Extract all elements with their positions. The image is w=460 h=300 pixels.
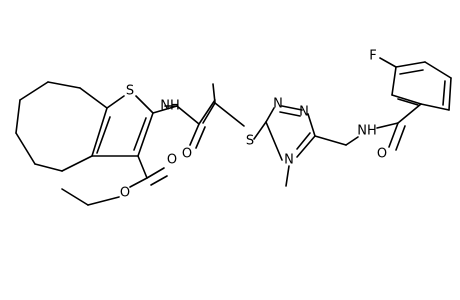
bond [314, 135, 347, 146]
bond [214, 102, 245, 127]
atom-n-triazole-4: N [284, 153, 294, 168]
bond [379, 57, 397, 68]
bond [391, 94, 422, 105]
bond [189, 123, 200, 146]
atom-nh-amide-2: NH [357, 124, 377, 139]
atom-o-amide-1: O [182, 147, 192, 162]
bond [106, 95, 125, 109]
bond [376, 122, 399, 129]
bond [176, 105, 200, 125]
bond [253, 121, 267, 140]
bond [281, 105, 303, 111]
atom-labels: S NH O O O S N N N NH O F [120, 49, 387, 201]
atom-s-thioether: S [246, 134, 254, 149]
bond [61, 155, 93, 172]
atom-f: F [369, 49, 376, 64]
bond [397, 103, 422, 124]
atom-s-thiophene: S [126, 84, 134, 99]
bond [34, 163, 63, 172]
bond [448, 77, 452, 111]
bond [345, 136, 359, 146]
bond [15, 132, 36, 165]
bond [391, 66, 397, 96]
bond [19, 81, 49, 101]
bond-double [397, 98, 419, 106]
bond [91, 107, 108, 157]
bond [202, 102, 216, 124]
atom-o-amide-2: O [377, 147, 387, 162]
bond [420, 103, 450, 111]
atom-o-ester: O [120, 186, 130, 201]
bond [265, 107, 275, 123]
bonds [15, 57, 452, 206]
bond [15, 99, 21, 134]
bond [307, 113, 316, 137]
atom-n-triazole-2: N [299, 105, 309, 120]
bond [198, 99, 216, 125]
bond [285, 165, 290, 187]
bond [388, 122, 399, 148]
atom-n-triazole-1: N [273, 97, 283, 112]
bond-double [399, 69, 424, 75]
bond-double [442, 80, 446, 106]
bond [152, 105, 178, 114]
bond [424, 61, 452, 79]
bond [61, 188, 89, 206]
bond [137, 112, 154, 157]
bond-double [150, 175, 168, 186]
bond [146, 167, 165, 179]
bond-double [395, 125, 406, 151]
bond [296, 135, 316, 158]
bond [129, 177, 148, 188]
bond-double [279, 111, 301, 117]
atom-o-ester-carbonyl: O [167, 153, 177, 168]
bond [395, 61, 426, 68]
bond [137, 155, 148, 179]
atom-nh-amide-1: NH [160, 99, 180, 114]
bond [87, 196, 120, 206]
bond-double [296, 132, 311, 150]
bond [212, 83, 216, 104]
bond [47, 81, 81, 89]
bond-double [195, 126, 206, 149]
bond [265, 121, 283, 161]
bond [79, 87, 108, 109]
bond-double [96, 116, 111, 154]
bond [135, 95, 154, 114]
bond-double [133, 117, 147, 151]
